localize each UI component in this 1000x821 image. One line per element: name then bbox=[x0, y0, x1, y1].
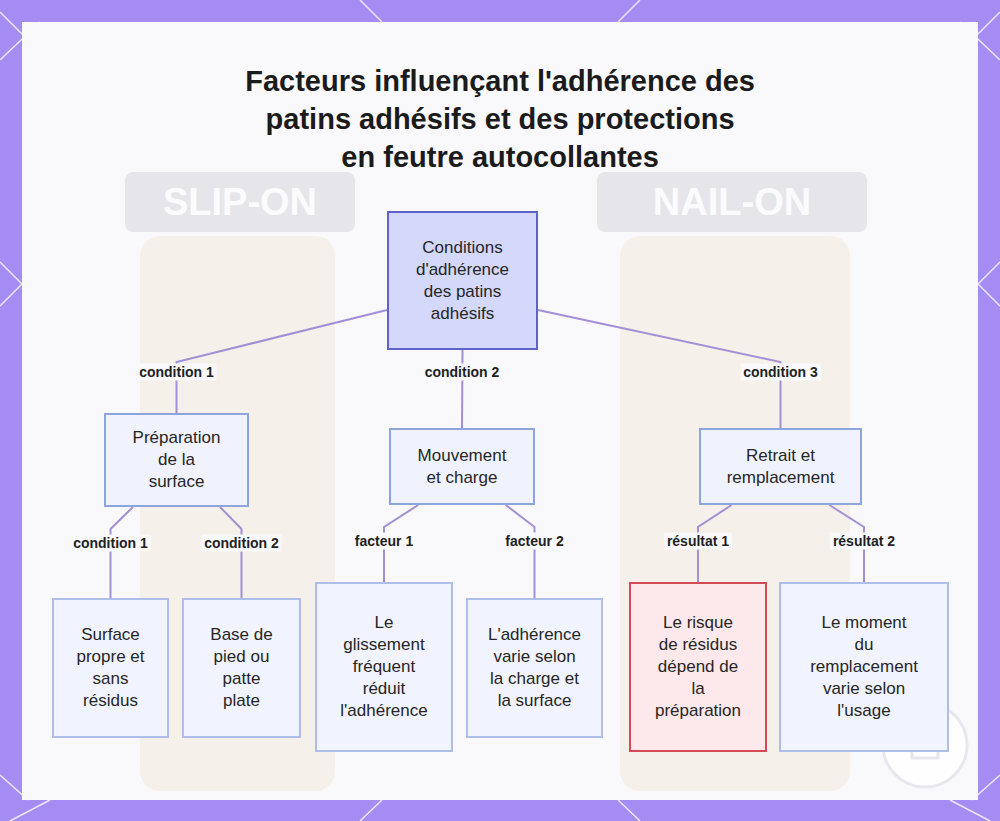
node-text: Retrait et remplacement bbox=[721, 445, 841, 489]
node-text: Surface propre et sans résidus bbox=[71, 624, 151, 712]
node-text: Le glissement fréquent réduit l'adhérenc… bbox=[337, 612, 432, 722]
process-box: Le moment du remplacement varie selon l'… bbox=[779, 582, 949, 752]
background-label: NAIL-ON bbox=[597, 172, 867, 232]
highlight-box: Le risque de résidus dépend de la prépar… bbox=[629, 582, 767, 752]
process-box: Mouvement et charge bbox=[389, 428, 535, 505]
faded-product-image bbox=[140, 236, 335, 791]
decor-line bbox=[360, 800, 382, 821]
node-text: Conditions d'adhérence des patins adhési… bbox=[408, 237, 518, 325]
diagram-title: Facteurs influençant l'adhérence des pat… bbox=[245, 62, 755, 176]
root-box: Conditions d'adhérence des patins adhési… bbox=[387, 211, 538, 350]
decor-line bbox=[950, 800, 990, 821]
edge-label: facteur 2 bbox=[502, 533, 566, 550]
background-label: SLIP-ON bbox=[125, 172, 355, 232]
process-box: Base de pied ou patte plate bbox=[182, 598, 301, 738]
connector-line bbox=[461, 350, 464, 428]
inner-panel bbox=[22, 22, 978, 800]
decor-line bbox=[618, 0, 640, 22]
decor-line bbox=[360, 0, 382, 22]
edge-label: condition 2 bbox=[422, 364, 503, 381]
edge-label: condition 1 bbox=[70, 535, 151, 552]
connector-line bbox=[506, 505, 535, 598]
process-box: Retrait et remplacement bbox=[699, 428, 862, 505]
edge-label: condition 2 bbox=[201, 535, 282, 552]
edge-label: condition 1 bbox=[136, 364, 217, 381]
node-text: Base de pied ou patte plate bbox=[207, 624, 277, 712]
decor-line bbox=[0, 262, 22, 284]
node-text: Le risque de résidus dépend de la prépar… bbox=[654, 612, 743, 722]
process-box: L'adhérence varie selon la charge et la … bbox=[466, 598, 603, 738]
node-text: Le moment du remplacement varie selon l'… bbox=[810, 612, 918, 722]
connector-line bbox=[177, 310, 388, 413]
connector-line bbox=[220, 507, 242, 598]
decor-line bbox=[10, 800, 50, 821]
decor-line bbox=[0, 284, 22, 306]
edge-label: résultat 2 bbox=[830, 533, 898, 550]
connector-line bbox=[111, 507, 134, 598]
edge-label: condition 3 bbox=[740, 364, 821, 381]
node-text: Mouvement et charge bbox=[412, 445, 512, 489]
process-box: Le glissement fréquent réduit l'adhérenc… bbox=[315, 582, 453, 752]
node-text: Préparation de la surface bbox=[131, 427, 223, 493]
node-text: L'adhérence varie selon la charge et la … bbox=[487, 624, 583, 712]
decor-line bbox=[618, 800, 640, 821]
edge-label: facteur 1 bbox=[352, 533, 416, 550]
process-box: Surface propre et sans résidus bbox=[52, 598, 169, 738]
process-box: Préparation de la surface bbox=[104, 413, 249, 507]
decor-line bbox=[978, 12, 1000, 34]
decor-line bbox=[978, 284, 1000, 306]
edge-label: résultat 1 bbox=[664, 533, 732, 550]
decor-line bbox=[0, 12, 22, 34]
decor-line bbox=[978, 262, 1000, 284]
